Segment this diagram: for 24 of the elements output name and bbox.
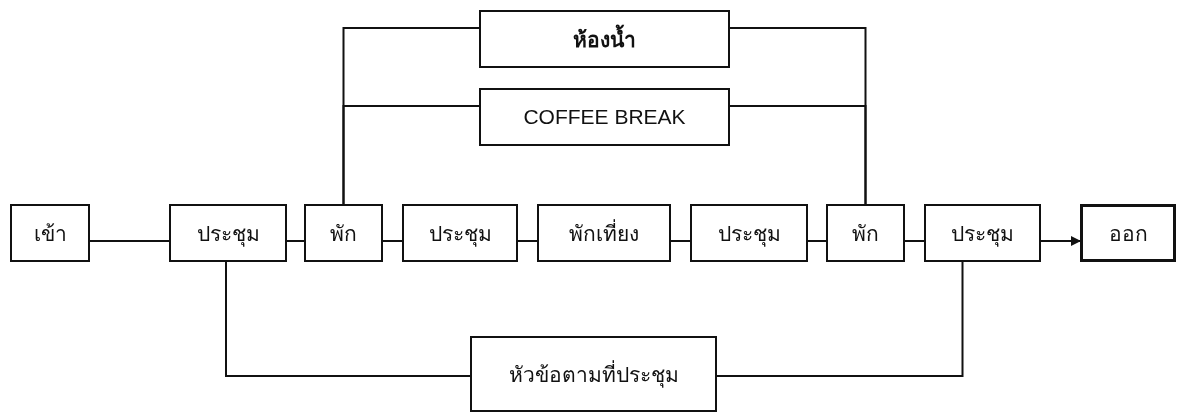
connector-line [670, 240, 691, 242]
process-box: พัก [304, 204, 383, 262]
connector-line [342, 105, 480, 205]
process-box: ประชุม [169, 204, 287, 262]
topic-box: หัวข้อตามที่ประชุม [470, 336, 717, 412]
connector-line [904, 240, 925, 242]
process-box: ประชุม [690, 204, 808, 262]
process-box: พักเที่ยง [537, 204, 671, 262]
connector-line [807, 240, 827, 242]
arrow [1040, 236, 1081, 246]
room-box: ห้องน้ำ [479, 10, 730, 68]
connector-line [225, 261, 471, 377]
start-box: เข้า [10, 204, 90, 262]
break-box: COFFEE BREAK [479, 88, 730, 146]
connector-line [89, 240, 170, 242]
process-box: ประชุม [402, 204, 518, 262]
end-box: ออก [1080, 204, 1176, 262]
connector-line [716, 261, 964, 377]
connector-line [729, 105, 867, 205]
process-box: ประชุม [924, 204, 1041, 262]
connector-line [382, 240, 403, 242]
process-box: พัก [826, 204, 905, 262]
connector-line [286, 240, 305, 242]
connector-line [517, 240, 538, 242]
